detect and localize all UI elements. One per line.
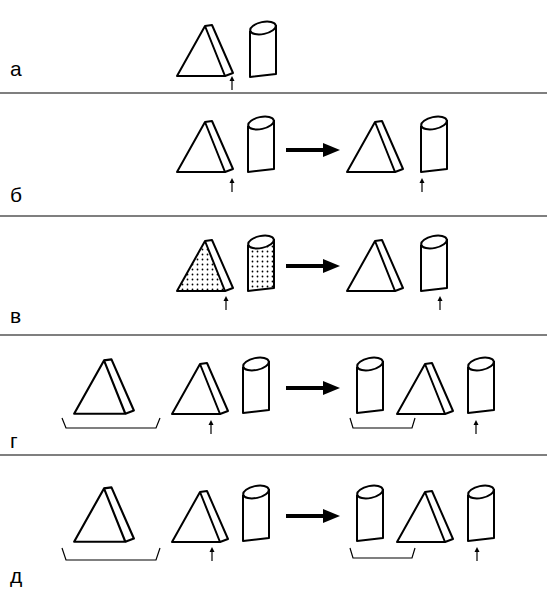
row-separators [0, 93, 547, 455]
bracket [62, 418, 160, 428]
row-v [177, 233, 448, 310]
row-d [62, 483, 495, 561]
row-letter: д [10, 565, 22, 586]
row-letter: г [10, 430, 18, 451]
row-letter: в [10, 305, 21, 326]
row-letter: б [10, 184, 22, 205]
row-a [177, 19, 277, 90]
row-g [62, 355, 495, 434]
bracket [62, 548, 160, 560]
row-b [177, 114, 448, 192]
bracket [350, 548, 415, 558]
row-letter: а [10, 58, 22, 79]
bracket [350, 418, 415, 428]
